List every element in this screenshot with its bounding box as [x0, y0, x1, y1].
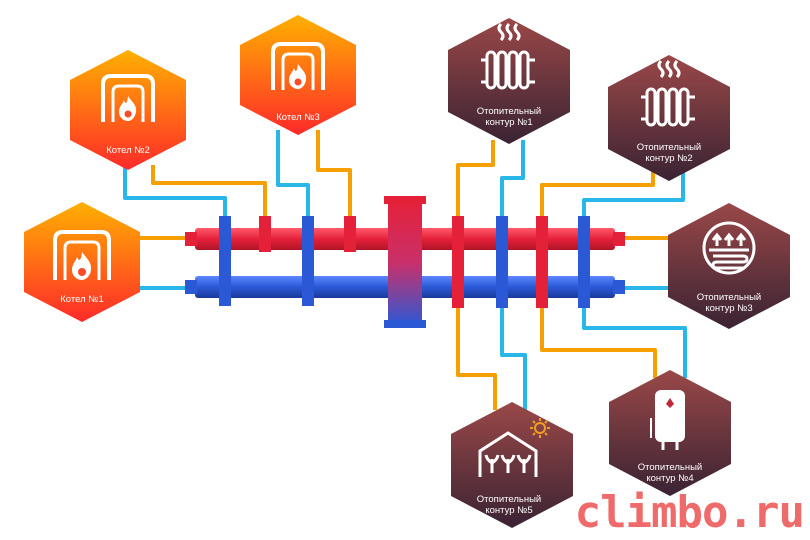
circuit-3-label-line2: контур №3 [705, 303, 753, 314]
circuit-1-node [448, 18, 570, 144]
boiler-1-node [24, 202, 140, 322]
line-circuit4-return [582, 305, 687, 378]
boiler-3-node [240, 15, 356, 135]
boiler-3-label: Котел №3 [276, 112, 320, 123]
radiator-heat-icon [481, 22, 535, 90]
circuit-2-label-line1: Отопительный [636, 142, 702, 153]
boiler-flame-icon [101, 74, 155, 122]
circuit-4-node [609, 370, 731, 496]
circuit-2-label-line2: контур №2 [645, 153, 693, 164]
circuit-3-node [668, 203, 790, 329]
circuit-5-label: Отопительный контур №5 [464, 494, 554, 516]
circuit-3-label-line1: Отопительный [696, 292, 762, 303]
boiler-2-label: Котел №2 [106, 145, 150, 156]
circuit-4-label-line1: Отопительный [637, 462, 703, 473]
circuit-5-label-line2: контур №5 [485, 505, 533, 516]
circuit-2-node [608, 55, 730, 181]
line-circuit1-return [500, 140, 525, 222]
boiler-flame-icon [271, 42, 325, 90]
circuit-1-label: Отопительный контур №1 [464, 106, 554, 128]
circuit-3-label: Отопительный контур №3 [684, 292, 774, 314]
line-boiler2-supply [151, 165, 267, 222]
circuit-4-label-line2: контур №4 [646, 473, 694, 484]
manifold [185, 196, 625, 328]
line-boiler3-return [276, 130, 310, 222]
radiator-heat-icon [641, 59, 695, 127]
boiler-flame-icon [53, 230, 111, 280]
greenhouse-sun-icon [478, 431, 538, 477]
watermark: climbo.ru [574, 487, 805, 538]
line-circuit5-supply [456, 305, 497, 410]
line-circuit5-return [500, 305, 527, 410]
circuit-4-label: Отопительный контур №4 [625, 462, 715, 484]
line-boiler3-supply [316, 130, 352, 222]
boiler-2-node [70, 50, 186, 170]
line-circuit4-supply [540, 305, 657, 378]
circuit-5-label-line1: Отопительный [476, 494, 542, 505]
line-circuit2-supply [540, 165, 655, 222]
sun-icon [530, 418, 550, 438]
circuit-2-label: Отопительный контур №2 [624, 142, 714, 164]
boiler-1-label: Котел №1 [60, 294, 104, 305]
circuit-5-node [451, 402, 573, 528]
underfloor-heating-icon [702, 221, 756, 275]
line-circuit1-supply [456, 140, 495, 222]
water-heater-icon [650, 390, 685, 450]
line-circuit2-return [582, 165, 685, 222]
circuit-1-label-line2: контур №1 [485, 117, 533, 128]
circuit-1-label-line1: Отопительный [476, 106, 542, 117]
line-boiler2-return [123, 165, 227, 222]
hydraulic-separator [388, 200, 422, 326]
